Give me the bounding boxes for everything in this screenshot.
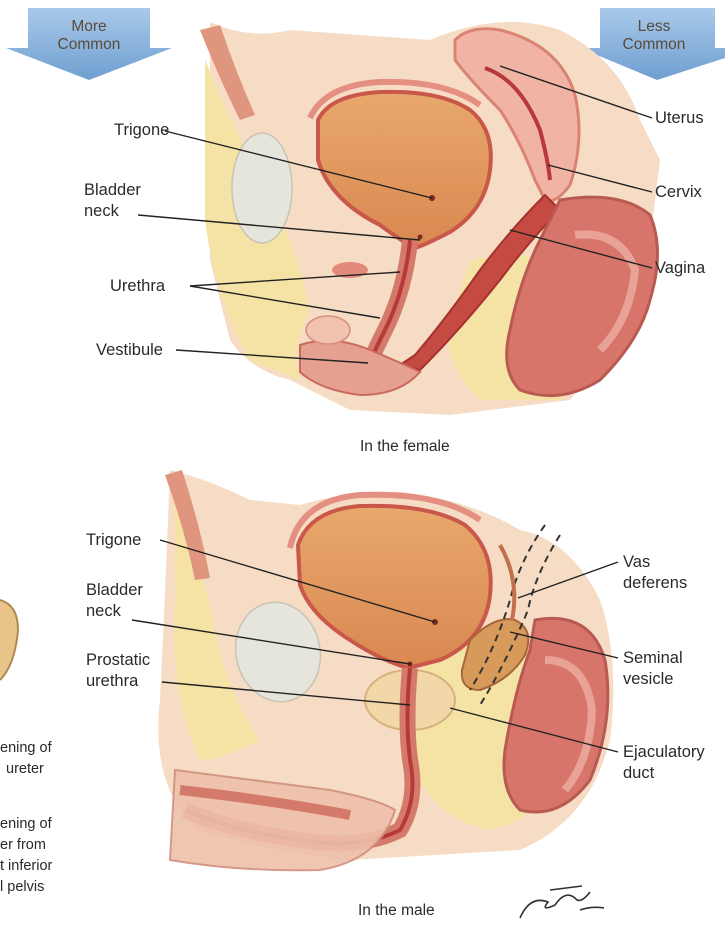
seminal-vesicle-label: Seminal vesicle bbox=[623, 648, 683, 690]
male-trigone-label: Trigone bbox=[86, 530, 141, 551]
edge-text-block-2: ening of er from t inferior l pelvis bbox=[0, 814, 52, 898]
male-caption: In the male bbox=[358, 902, 435, 920]
prostatic-urethra-label: Prostatic urethra bbox=[86, 650, 150, 692]
cervix-label: Cervix bbox=[655, 182, 702, 203]
female-vestibule-label: Vestibule bbox=[96, 340, 163, 361]
male-pelvis-section bbox=[158, 470, 613, 870]
vagina-label: Vagina bbox=[655, 258, 705, 279]
male-bladder-neck-label: Bladder neck bbox=[86, 580, 143, 622]
female-bladder-neck-label: Bladder neck bbox=[84, 180, 141, 222]
edge-fragment-drawing bbox=[0, 600, 18, 680]
less-common-label: Less Common bbox=[600, 18, 708, 54]
ejaculatory-duct-label: Ejaculatory duct bbox=[623, 742, 705, 784]
female-caption: In the female bbox=[360, 438, 450, 456]
female-trigone-label: Trigone bbox=[114, 120, 169, 141]
more-common-label: More Common bbox=[40, 18, 138, 54]
vas-deferens-label: Vas deferens bbox=[623, 552, 687, 594]
signature-mark bbox=[520, 886, 604, 918]
female-urethra-label: Urethra bbox=[110, 276, 165, 297]
uterus-label: Uterus bbox=[655, 108, 704, 129]
edge-text-block-1: ening of ureter bbox=[0, 738, 52, 780]
